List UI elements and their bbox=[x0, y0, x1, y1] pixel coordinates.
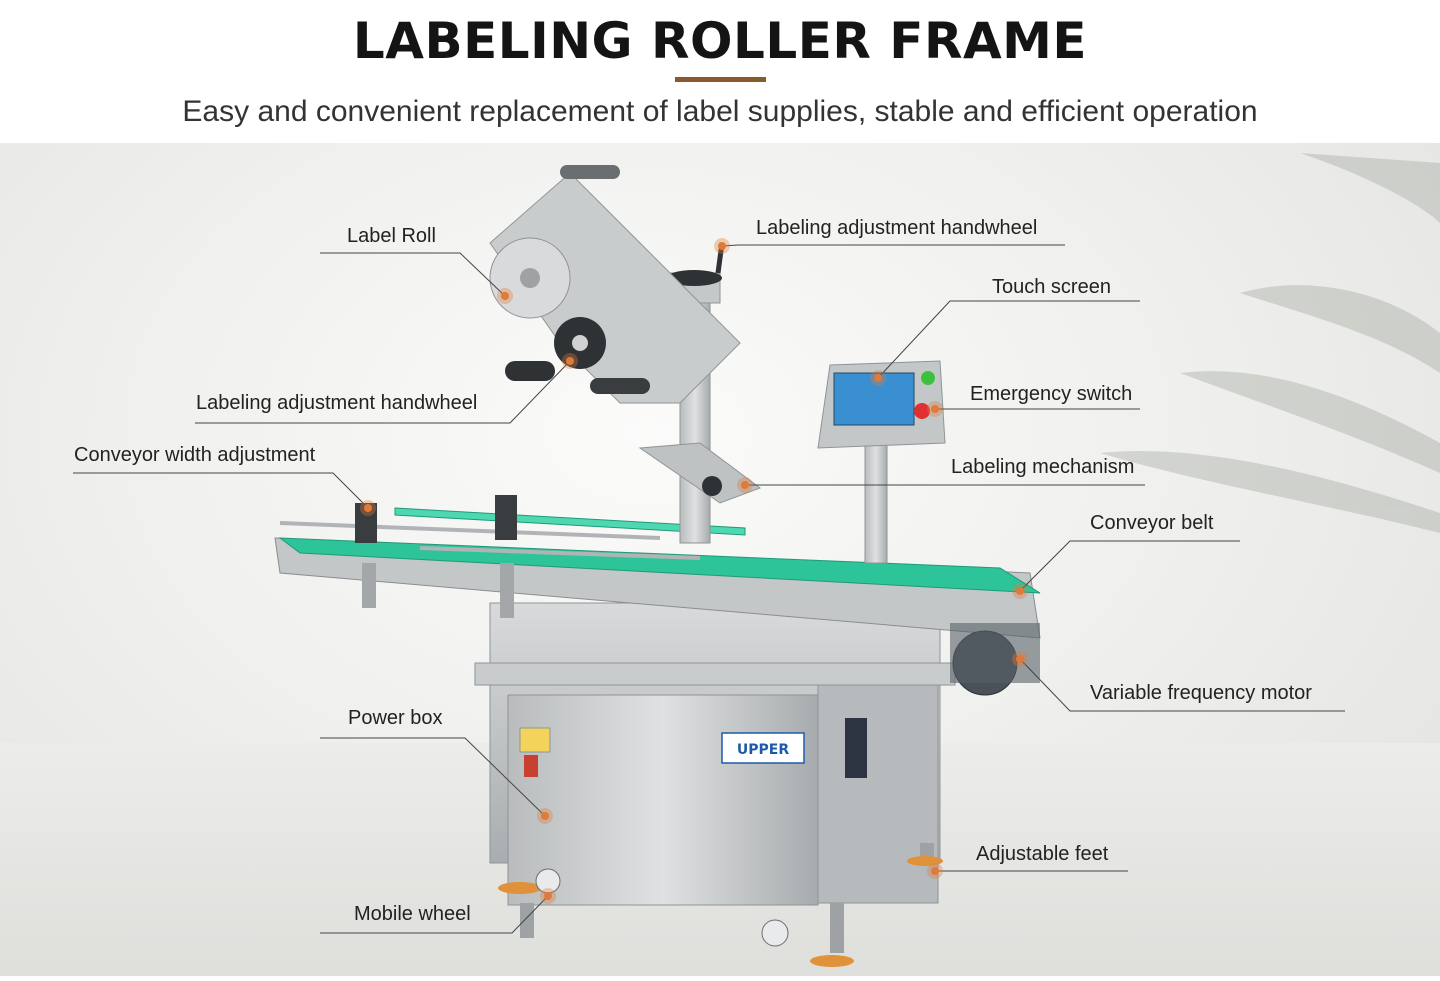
callout-adjustable-feet: Adjustable feet bbox=[976, 843, 1109, 865]
callout-mobile-wheel: Mobile wheel bbox=[354, 903, 471, 925]
vfd-controller bbox=[845, 718, 867, 778]
handwheel-top bbox=[666, 270, 722, 286]
callout-conveyor-belt: Conveyor belt bbox=[1090, 512, 1214, 534]
labeling-head bbox=[489, 165, 762, 544]
cabinet: UPPER bbox=[474, 602, 956, 906]
plant-leaves-decoration bbox=[1100, 153, 1440, 533]
guide-rail bbox=[394, 507, 746, 536]
title-underline bbox=[675, 77, 766, 82]
leader-lines bbox=[73, 244, 1345, 934]
page-title: LABELING ROLLER FRAME bbox=[352, 12, 1088, 70]
callout-labeling-mechanism: Labeling mechanism bbox=[951, 456, 1135, 478]
brand-logo: UPPER bbox=[721, 732, 805, 764]
start-button bbox=[921, 371, 935, 385]
callout-label-roll: Label Roll bbox=[347, 225, 436, 247]
warning-sticker bbox=[519, 727, 551, 753]
emergency-stop-button bbox=[914, 403, 930, 419]
callout-touch-screen: Touch screen bbox=[992, 276, 1111, 298]
machine-illustration: UPPER bbox=[73, 153, 1440, 967]
callout-conveyor-width: Conveyor width adjustment bbox=[74, 444, 316, 466]
callout-handwheel-top: Labeling adjustment handwheel bbox=[756, 217, 1038, 239]
power-box-panel bbox=[507, 694, 819, 906]
callout-power-box: Power box bbox=[348, 707, 443, 729]
callout-emergency-switch: Emergency switch bbox=[970, 383, 1133, 405]
callout-markers bbox=[360, 238, 1028, 904]
legs-and-wheels bbox=[498, 843, 943, 967]
door-handle bbox=[524, 755, 538, 777]
header: LABELING ROLLER FRAME Easy and convenien… bbox=[0, 0, 1440, 143]
brand-logo-text: UPPER bbox=[737, 742, 789, 758]
machine-scene: UPPER bbox=[0, 143, 1440, 976]
callout-handwheel-left: Labeling adjustment handwheel bbox=[196, 392, 478, 414]
page-subtitle: Easy and convenient replacement of label… bbox=[182, 95, 1258, 128]
control-panel bbox=[817, 360, 946, 564]
conveyor bbox=[274, 495, 1041, 696]
touch-screen-display bbox=[833, 372, 915, 426]
callout-vf-motor: Variable frequency motor bbox=[1090, 682, 1312, 704]
